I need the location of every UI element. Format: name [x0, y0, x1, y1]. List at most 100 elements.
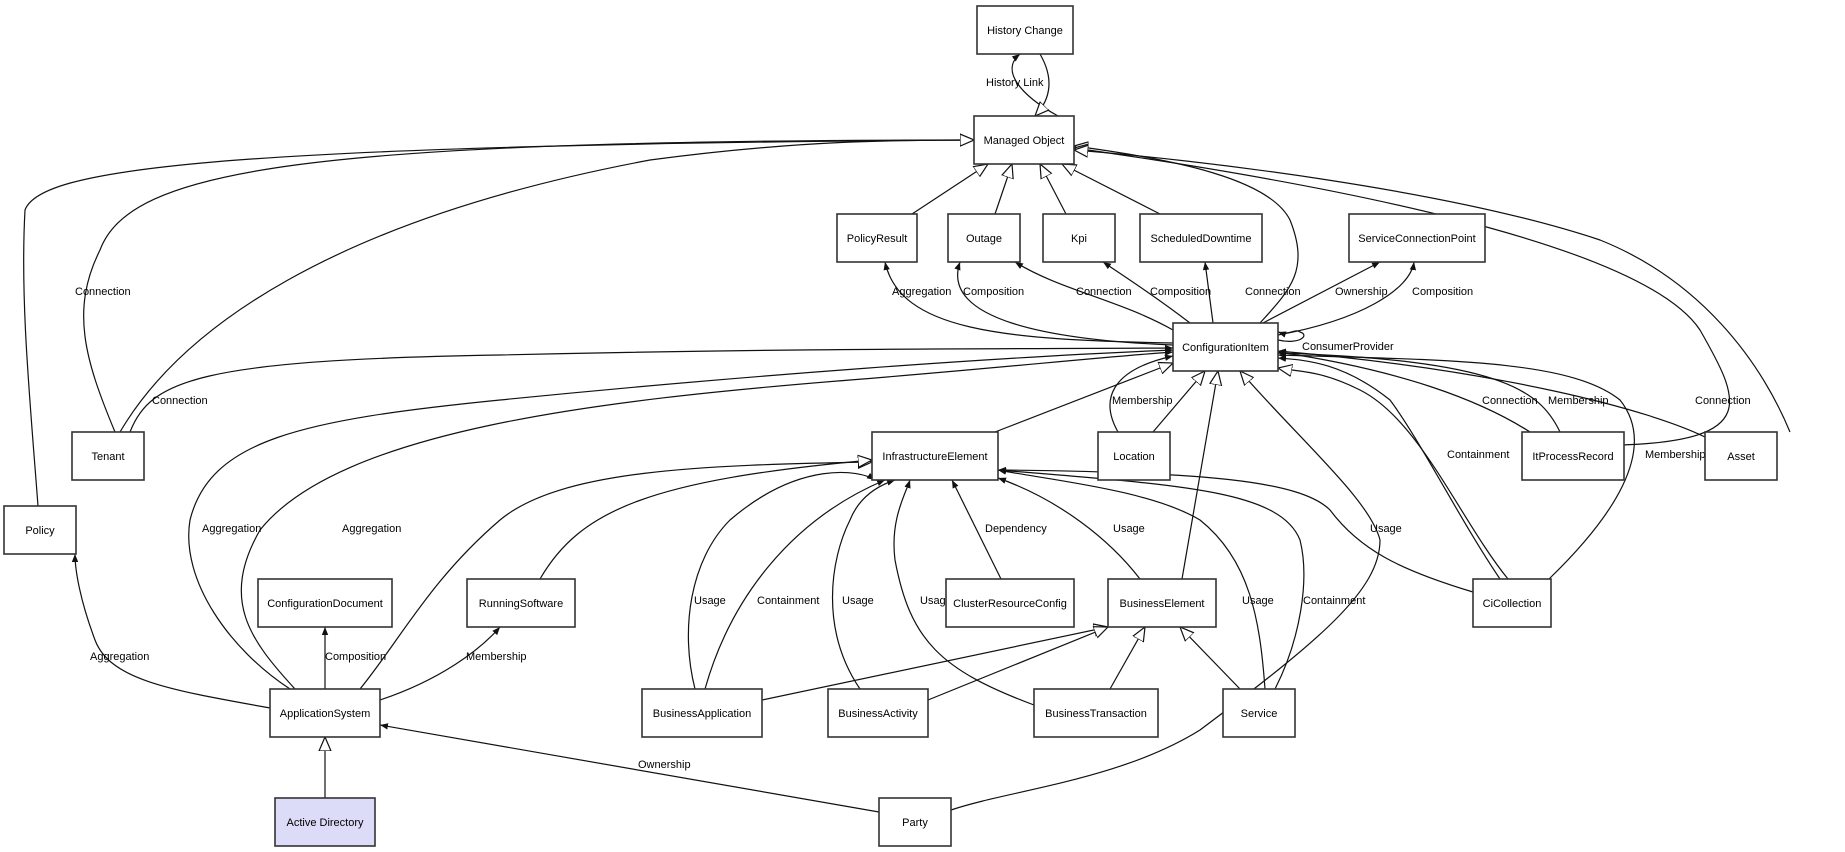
association-edge-configuration-item-to-outage: [1014, 261, 1174, 331]
node-box[interactable]: [466, 578, 576, 628]
edge-label: Ownership: [638, 759, 691, 771]
node-box[interactable]: [976, 5, 1074, 55]
node-box[interactable]: [1097, 431, 1171, 481]
class-node-business-application[interactable]: BusinessApplication: [641, 688, 763, 738]
node-label: Kpi: [1071, 233, 1087, 245]
class-node-policy[interactable]: Policy: [3, 505, 77, 555]
class-node-configuration-document[interactable]: ConfigurationDocument: [257, 578, 393, 628]
node-box[interactable]: [973, 115, 1075, 165]
node-label: Active Directory: [286, 817, 364, 829]
node-label: BusinessApplication: [653, 708, 751, 720]
generalization-edge-business-activity-to-business-element: [927, 627, 1108, 701]
generalization-edge-business-application-to-business-element: [761, 627, 1108, 701]
class-node-ci-collection[interactable]: CiCollection: [1472, 578, 1552, 628]
generalization-edge-asset-to-managed-object: [1074, 150, 1791, 433]
edge-label: Usage: [1113, 523, 1145, 535]
edge-label: Ownership: [1335, 286, 1388, 298]
class-node-business-activity[interactable]: BusinessActivity: [827, 688, 929, 738]
edge-label: Composition: [1150, 286, 1211, 298]
node-box[interactable]: [878, 797, 952, 847]
node-box[interactable]: [641, 688, 763, 738]
edge-label: Connection: [1695, 395, 1751, 407]
association-edge-application-system-to-configuration-item: [188, 347, 1174, 690]
node-box[interactable]: [3, 505, 77, 555]
node-label: CiCollection: [1483, 598, 1542, 610]
class-node-application-system[interactable]: ApplicationSystem: [269, 688, 381, 738]
association-edge-business-application-to-infrastructure-element: [687, 471, 876, 690]
generalization-edge-kpi-to-managed-object: [1040, 164, 1067, 215]
association-edge-it-process-record-to-configuration-item: [1277, 350, 1561, 433]
class-node-outage[interactable]: Outage: [947, 213, 1021, 263]
class-node-policy-result[interactable]: PolicyResult: [836, 213, 918, 263]
class-node-tenant[interactable]: Tenant: [71, 431, 145, 481]
class-node-asset[interactable]: Asset: [1704, 431, 1778, 481]
association-edge-location-to-configuration-item: [1109, 354, 1174, 433]
node-box[interactable]: [269, 688, 381, 738]
node-box[interactable]: [1472, 578, 1552, 628]
association-edge-configuration-item-to-policy-result: [883, 261, 1174, 344]
edge-label: Composition: [963, 286, 1024, 298]
association-edge-configuration-item-to-outage: [954, 261, 1174, 346]
node-box[interactable]: [1172, 322, 1279, 372]
association-edge-business-application-to-infrastructure-element: [704, 479, 886, 690]
edge-label: Aggregation: [892, 286, 951, 298]
class-node-infrastructure-element[interactable]: InfrastructureElement: [871, 431, 999, 481]
node-box[interactable]: [836, 213, 918, 263]
class-node-service[interactable]: Service: [1222, 688, 1296, 738]
edge-label: Membership: [1548, 395, 1609, 407]
generalization-edge-business-transaction-to-business-element: [1109, 627, 1145, 690]
node-box[interactable]: [1704, 431, 1778, 481]
class-node-configuration-item[interactable]: ConfigurationItem: [1172, 322, 1279, 372]
node-box[interactable]: [945, 578, 1075, 628]
node-box[interactable]: [1521, 431, 1625, 481]
class-node-running-software[interactable]: RunningSoftware: [466, 578, 576, 628]
edge-label: Aggregation: [342, 523, 401, 535]
node-box[interactable]: [1348, 213, 1486, 263]
generalization-edge-service-to-business-element: [1180, 627, 1241, 690]
edge-label: Usage: [1370, 523, 1402, 535]
class-node-active-directory[interactable]: Active Directory: [274, 797, 376, 847]
node-box[interactable]: [827, 688, 929, 738]
generalization-edge-party-to-configuration-item: [950, 371, 1381, 811]
node-box[interactable]: [71, 431, 145, 481]
class-node-managed-object[interactable]: Managed Object: [973, 115, 1075, 165]
generalization-edge-ci-collection-to-configuration-item: [1278, 368, 1509, 580]
node-box[interactable]: [947, 213, 1021, 263]
node-box[interactable]: [871, 431, 999, 481]
node-box[interactable]: [257, 578, 393, 628]
node-box[interactable]: [1222, 688, 1296, 738]
association-edge-tenant-to-configuration-item: [129, 344, 1174, 433]
class-node-party[interactable]: Party: [878, 797, 952, 847]
node-label: ConfigurationDocument: [267, 598, 383, 610]
node-box[interactable]: [1107, 578, 1217, 628]
class-node-location[interactable]: Location: [1097, 431, 1171, 481]
class-node-cluster-resource-config[interactable]: ClusterResourceConfig: [945, 578, 1075, 628]
edge-label: Usage: [1242, 595, 1274, 607]
edge-label: Usage: [842, 595, 874, 607]
class-node-service-connection-point[interactable]: ServiceConnectionPoint: [1348, 213, 1486, 263]
class-node-business-element[interactable]: BusinessElement: [1107, 578, 1217, 628]
association-edge-business-element-to-infrastructure-element: [997, 477, 1141, 580]
node-box[interactable]: [1139, 213, 1263, 263]
class-node-it-process-record[interactable]: ItProcessRecord: [1521, 431, 1625, 481]
edge-label: Aggregation: [202, 523, 261, 535]
node-box[interactable]: [1042, 213, 1116, 263]
class-node-business-transaction[interactable]: BusinessTransaction: [1033, 688, 1159, 738]
generalization-edge-policy-result-to-managed-object: [911, 164, 988, 215]
class-node-scheduled-downtime[interactable]: ScheduledDowntime: [1139, 213, 1263, 263]
node-label: InfrastructureElement: [882, 451, 987, 463]
generalization-edge-policy-to-managed-object: [23, 140, 974, 507]
association-edge-configuration-item-to-configuration-item: [1277, 330, 1305, 342]
node-label: Party: [902, 817, 928, 829]
generalization-edge-configuration-item-to-managed-object: [1074, 146, 1299, 324]
node-label: Service: [1241, 708, 1278, 720]
association-edge-configuration-item-to-kpi: [1102, 261, 1191, 324]
class-node-kpi[interactable]: Kpi: [1042, 213, 1116, 263]
generalization-edge-running-software-to-infrastructure-element: [539, 460, 872, 580]
generalization-edge-infrastructure-element-to-configuration-item: [994, 363, 1173, 433]
node-box[interactable]: [1033, 688, 1159, 738]
class-node-history-change[interactable]: History Change: [976, 5, 1074, 55]
node-box[interactable]: [274, 797, 376, 847]
generalization-edge-tenant-to-managed-object: [119, 140, 974, 433]
edge-label: Composition: [1412, 286, 1473, 298]
